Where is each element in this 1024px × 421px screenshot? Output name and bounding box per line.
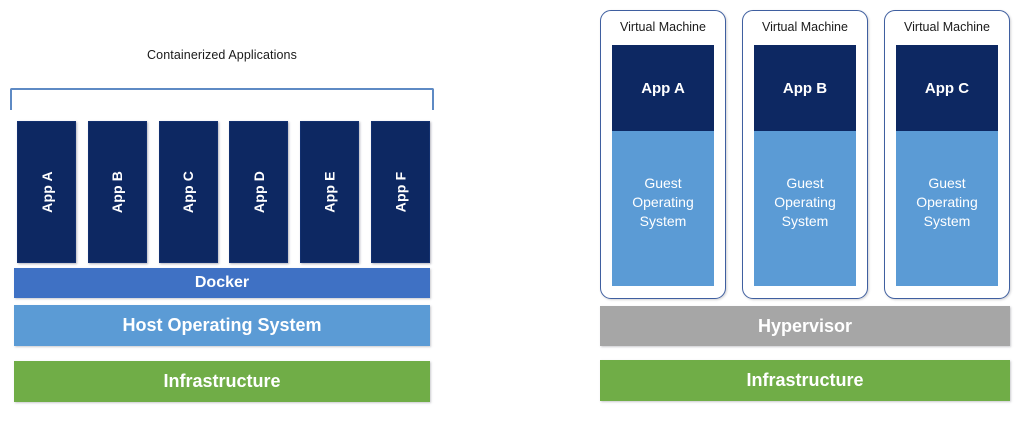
container-app-label: App B xyxy=(109,170,126,214)
containers-grouping-bracket xyxy=(10,88,434,110)
layer-infrastructure-containers[interactable]: Infrastructure xyxy=(14,361,430,402)
layer-hypervisor[interactable]: Hypervisor xyxy=(600,306,1010,346)
layer-infrastructure-vms[interactable]: Infrastructure xyxy=(600,360,1010,401)
container-app-label: App D xyxy=(250,170,267,214)
container-app-box[interactable]: App B xyxy=(87,121,147,263)
virtual-machine-stack: App C Guest Operating System xyxy=(896,45,998,286)
container-app-box[interactable]: App C xyxy=(158,121,218,263)
container-app-label: App A xyxy=(38,171,55,213)
virtual-machines-panel: Virtual Machine App A Guest Operating Sy… xyxy=(524,0,1024,421)
virtual-machine-stack: App A Guest Operating System xyxy=(612,45,714,286)
container-app-row: App A App B App C App D App E App F xyxy=(17,121,430,263)
container-app-label: App F xyxy=(392,171,409,213)
container-app-box[interactable]: App D xyxy=(229,121,289,263)
layer-docker[interactable]: Docker xyxy=(14,268,430,298)
containerized-applications-title: Containerized Applications xyxy=(147,48,297,62)
vm-guest-os-box[interactable]: Guest Operating System xyxy=(754,131,856,286)
container-app-label: App E xyxy=(321,171,338,213)
containers-panel: Containerized Applications App A App B A… xyxy=(0,0,500,421)
virtual-machine-row: Virtual Machine App A Guest Operating Sy… xyxy=(600,10,1010,299)
virtual-machine-title: Virtual Machine xyxy=(904,20,990,34)
virtual-machine-card[interactable]: Virtual Machine App A Guest Operating Sy… xyxy=(600,10,726,299)
vm-guest-os-box[interactable]: Guest Operating System xyxy=(612,131,714,286)
vm-app-box[interactable]: App B xyxy=(754,45,856,131)
container-app-box[interactable]: App E xyxy=(300,121,360,263)
container-app-box[interactable]: App F xyxy=(370,121,430,263)
virtual-machine-card[interactable]: Virtual Machine App C Guest Operating Sy… xyxy=(884,10,1010,299)
virtual-machine-stack: App B Guest Operating System xyxy=(754,45,856,286)
vm-guest-os-box[interactable]: Guest Operating System xyxy=(896,131,998,286)
container-app-box[interactable]: App A xyxy=(17,121,76,263)
virtual-machine-title: Virtual Machine xyxy=(762,20,848,34)
virtual-machine-title: Virtual Machine xyxy=(620,20,706,34)
vm-app-box[interactable]: App A xyxy=(612,45,714,131)
virtual-machine-card[interactable]: Virtual Machine App B Guest Operating Sy… xyxy=(742,10,868,299)
vm-app-box[interactable]: App C xyxy=(896,45,998,131)
layer-host-operating-system[interactable]: Host Operating System xyxy=(14,305,430,346)
container-app-label: App C xyxy=(180,170,197,214)
